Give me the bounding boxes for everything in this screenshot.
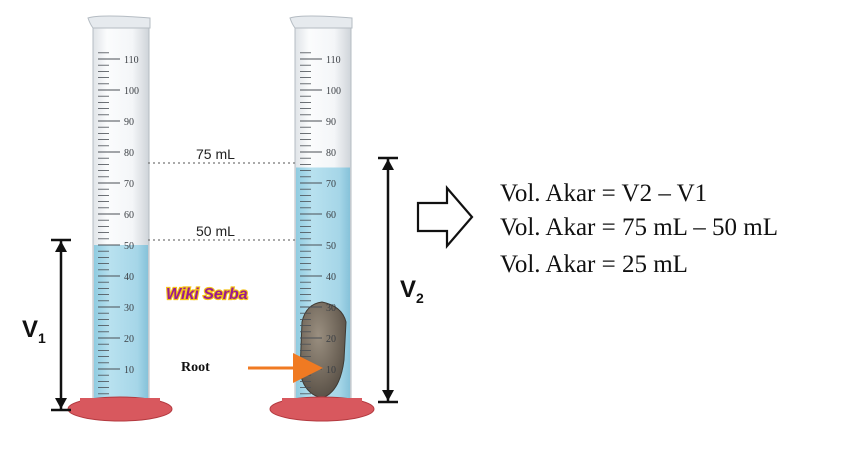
left-cylinder-spout [87,15,151,29]
watermark-text: Wiki Serba [166,286,248,303]
right-scale-tick-label: 80 [326,148,336,159]
formula-line-2: Vol. Akar = 75 mL – 50 mL [500,214,778,241]
left-scale-tick-label: 60 [124,210,134,221]
right-scale-tick-label: 20 [326,334,336,345]
left-cylinder-scale: 10 20 30 40 50 60 70 80 90 100 110 [98,52,139,395]
v2-measure: V2 [378,156,424,404]
label-50-ml: 50 mL [196,223,235,239]
left-scale-tick-label: 70 [124,179,134,190]
right-scale-tick-label: 100 [326,86,341,97]
left-scale-tick-label: 90 [124,117,134,128]
right-cylinder: 10 20 30 40 50 60 70 80 90 100 110 [269,15,375,422]
right-scale-tick-label: 60 [326,210,336,221]
right-scale-tick-label: 110 [326,55,341,66]
v1-measure: V1 [20,238,71,412]
left-scale-tick-label: 30 [124,303,134,314]
left-scale-tick-label: 10 [124,365,134,376]
right-cylinder-spout [289,15,353,29]
right-scale-tick-label: 70 [326,179,336,190]
left-scale-tick-label: 100 [124,86,139,97]
right-scale-tick-label: 90 [326,117,336,128]
left-scale-tick-label: 80 [124,148,134,159]
right-scale-tick-label: 50 [326,241,336,252]
right-cylinder-foot [282,398,362,408]
left-scale-tick-label: 50 [124,241,134,252]
left-cylinder-foot [80,398,160,408]
v1-label: V1 [22,316,46,346]
left-scale-tick-label: 110 [124,55,139,66]
formula-line-3: Vol. Akar = 25 mL [500,251,688,278]
left-cylinder-water [94,245,148,403]
right-scale-tick-label: 30 [326,303,336,314]
hollow-right-arrow [416,185,474,249]
right-scale-tick-label: 10 [326,365,336,376]
right-cylinder-scale: 10 20 30 40 50 60 70 80 90 100 110 [300,52,341,395]
v2-label: V2 [400,276,424,306]
formula-line-1: Vol. Akar = V2 – V1 [500,180,708,207]
right-scale-tick-label: 40 [326,272,336,283]
root-label: Root [181,360,210,375]
left-scale-tick-label: 20 [124,334,134,345]
label-75-ml: 75 mL [196,146,235,162]
left-scale-tick-label: 40 [124,272,134,283]
left-cylinder: 10 20 30 40 50 60 70 80 90 100 110 [67,15,173,422]
